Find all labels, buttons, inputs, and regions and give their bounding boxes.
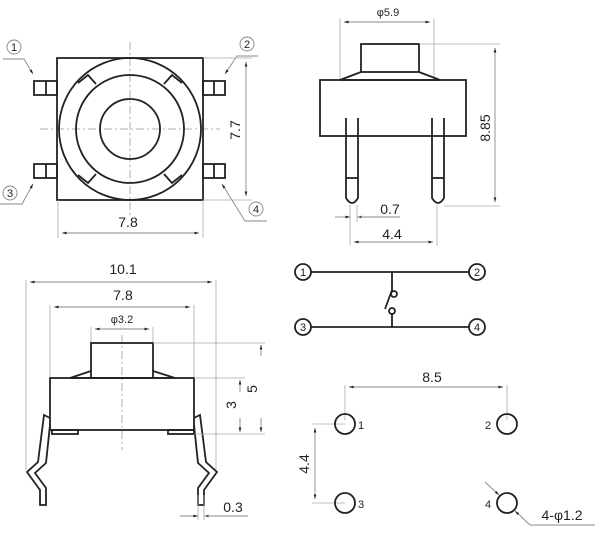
front-body xyxy=(49,377,195,431)
front-view: 10.1 7.8 φ3.2 3 5 0.3 xyxy=(25,261,265,520)
pin-callout-2: 2 xyxy=(224,36,258,75)
svg-text:2: 2 xyxy=(485,420,491,432)
schematic-pin-1: 1 xyxy=(294,263,312,281)
front-lead-right xyxy=(193,413,219,506)
pin-callout-4: 4 xyxy=(221,183,267,222)
front-overall-width-dim: 10.1 xyxy=(109,261,136,277)
footprint-y-spacing-dim: 4.4 xyxy=(296,454,312,474)
side-button-dia-dim: φ5.9 xyxy=(377,7,399,19)
top-pads xyxy=(33,80,226,179)
svg-text:1: 1 xyxy=(358,420,364,432)
switch-contact xyxy=(384,289,393,310)
footprint-hole-1: 1 xyxy=(334,413,364,435)
svg-text:3: 3 xyxy=(7,188,13,200)
front-total-height-dim: 5 xyxy=(244,385,260,393)
svg-text:2: 2 xyxy=(474,267,480,279)
pin-callout-3: 3 xyxy=(0,183,34,205)
side-height-dim: 8.85 xyxy=(477,114,493,141)
side-pin-left xyxy=(345,118,359,204)
side-pin-width-dim: 0.7 xyxy=(380,201,400,217)
top-outer-ring xyxy=(58,57,202,201)
front-lead-thickness-dim: 0.3 xyxy=(223,499,243,515)
top-view: 1 2 3 4 7.7 7.8 xyxy=(0,36,267,238)
footprint-hole-3: 3 xyxy=(334,492,364,514)
pin-callout-1: 1 xyxy=(3,39,34,75)
side-pin-spacing-dim: 4.4 xyxy=(382,226,402,242)
footprint-hole-4: 4 xyxy=(485,492,518,514)
pcb-footprint: 8.5 4.4 1 2 3 4 4-φ1.2 xyxy=(296,369,595,526)
svg-text:1: 1 xyxy=(11,42,17,54)
front-button-dia-dim: φ3.2 xyxy=(111,314,133,326)
side-body xyxy=(319,79,467,137)
svg-text:3: 3 xyxy=(358,499,364,511)
front-body-width-dim: 7.8 xyxy=(113,287,133,303)
schematic-pin-4: 4 xyxy=(468,318,486,336)
footprint-x-spacing-dim: 8.5 xyxy=(422,369,442,385)
svg-text:4: 4 xyxy=(485,499,491,511)
top-button xyxy=(99,98,161,160)
svg-text:3: 3 xyxy=(300,322,306,334)
side-view: φ5.9 8.85 0.7 4.4 xyxy=(319,7,500,246)
top-width-dim: 7.8 xyxy=(118,214,138,230)
svg-text:1: 1 xyxy=(300,267,306,279)
schematic: 1 2 3 4 xyxy=(294,263,486,336)
svg-text:4: 4 xyxy=(253,204,259,216)
top-height-dim: 7.7 xyxy=(227,120,243,140)
svg-text:4: 4 xyxy=(474,322,480,334)
side-button xyxy=(360,43,420,73)
footprint-hole-spec: 4-φ1.2 xyxy=(542,507,583,523)
schematic-pin-2: 2 xyxy=(468,263,486,281)
schematic-pin-3: 3 xyxy=(294,318,312,336)
front-lead-left xyxy=(25,413,51,506)
side-pin-right xyxy=(431,118,445,204)
footprint-hole-2: 2 xyxy=(485,413,518,435)
svg-text:2: 2 xyxy=(244,39,250,51)
front-body-height-dim: 3 xyxy=(223,401,239,409)
